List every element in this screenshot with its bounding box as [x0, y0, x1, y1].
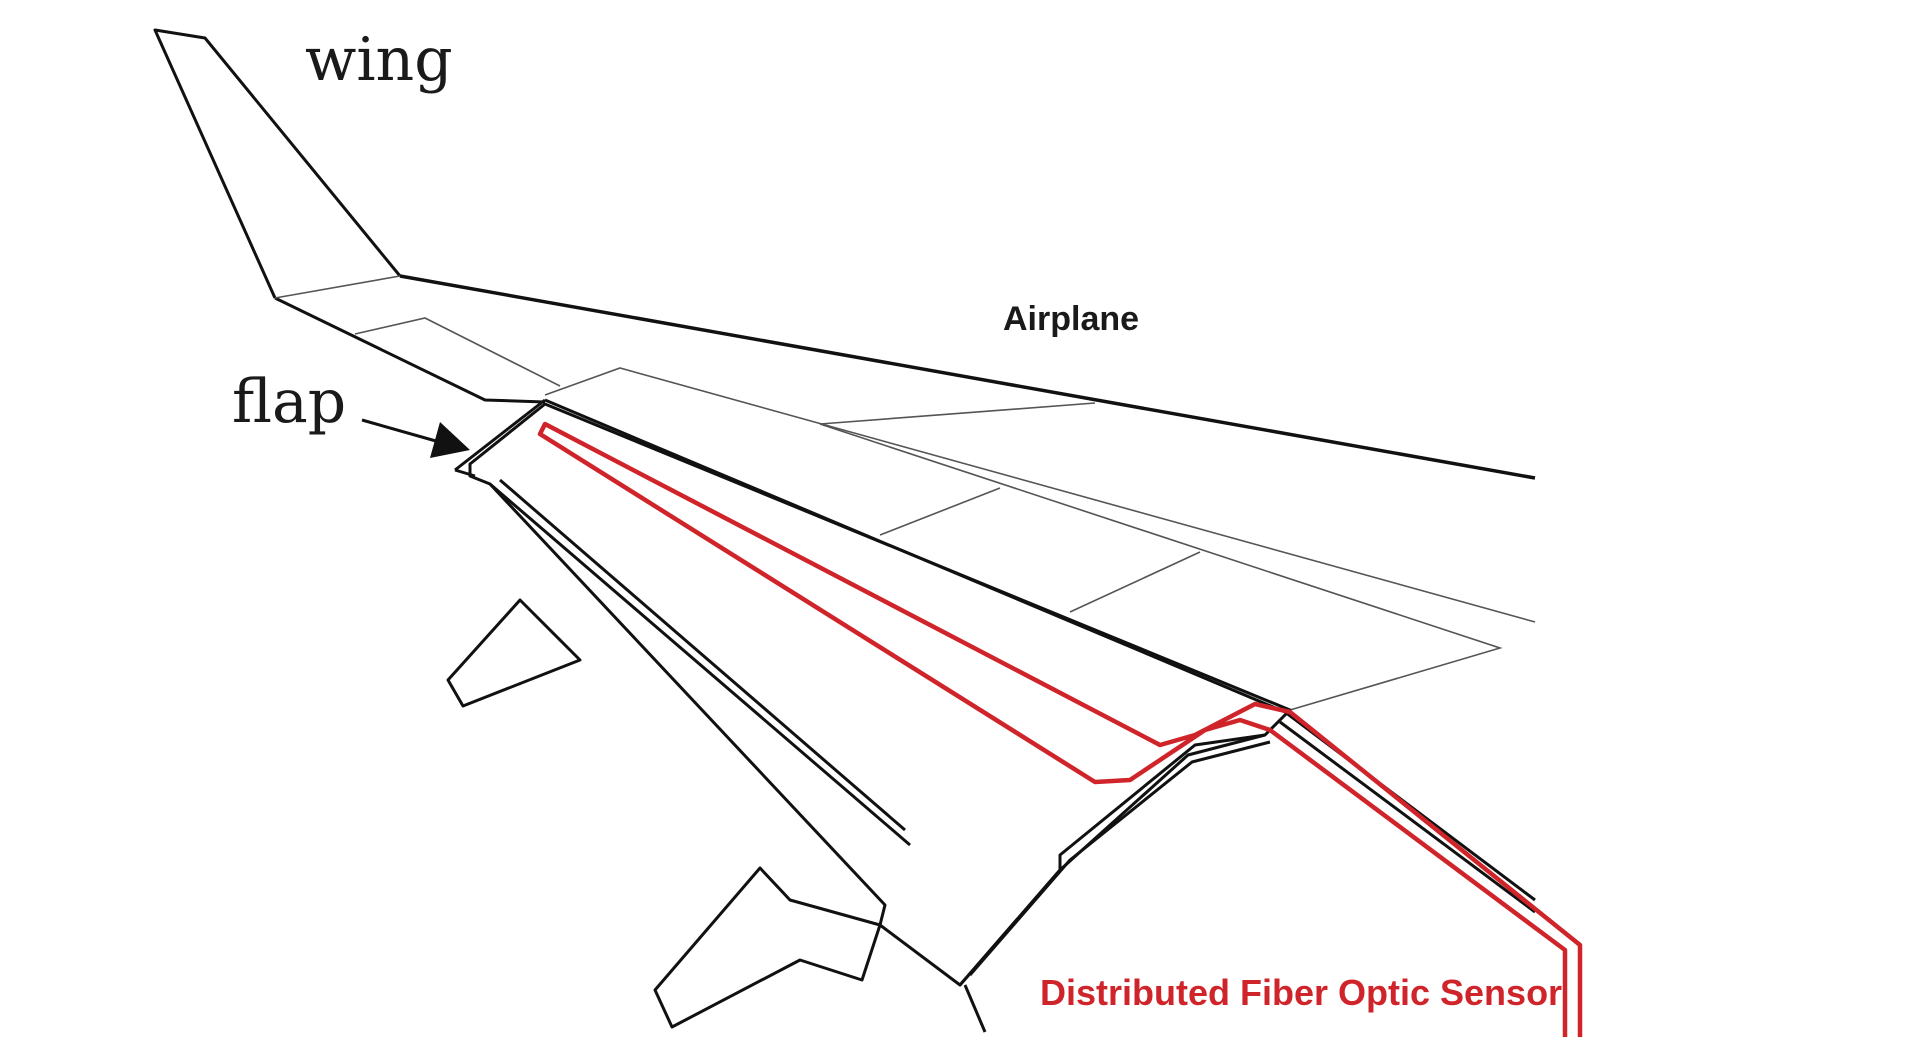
wing-panel-lines	[274, 275, 1536, 711]
wing-leading-edge	[399, 274, 1536, 480]
flap-track-fairing-outboard	[653, 866, 882, 1029]
wing-label: wing	[305, 25, 453, 95]
fiber-optic-sensor-line	[537, 421, 1583, 1037]
flap-label: flap	[232, 367, 347, 437]
airplane-label: Airplane	[1003, 300, 1140, 338]
flap-track-fairing-inboard	[446, 598, 582, 708]
flap-body	[454, 398, 1536, 1033]
wing-trailing-edge	[274, 296, 546, 404]
sensor-label: Distributed Fiber Optic Sensor	[1040, 972, 1563, 1013]
arrow-icon	[361, 418, 470, 458]
winglet	[153, 28, 402, 299]
